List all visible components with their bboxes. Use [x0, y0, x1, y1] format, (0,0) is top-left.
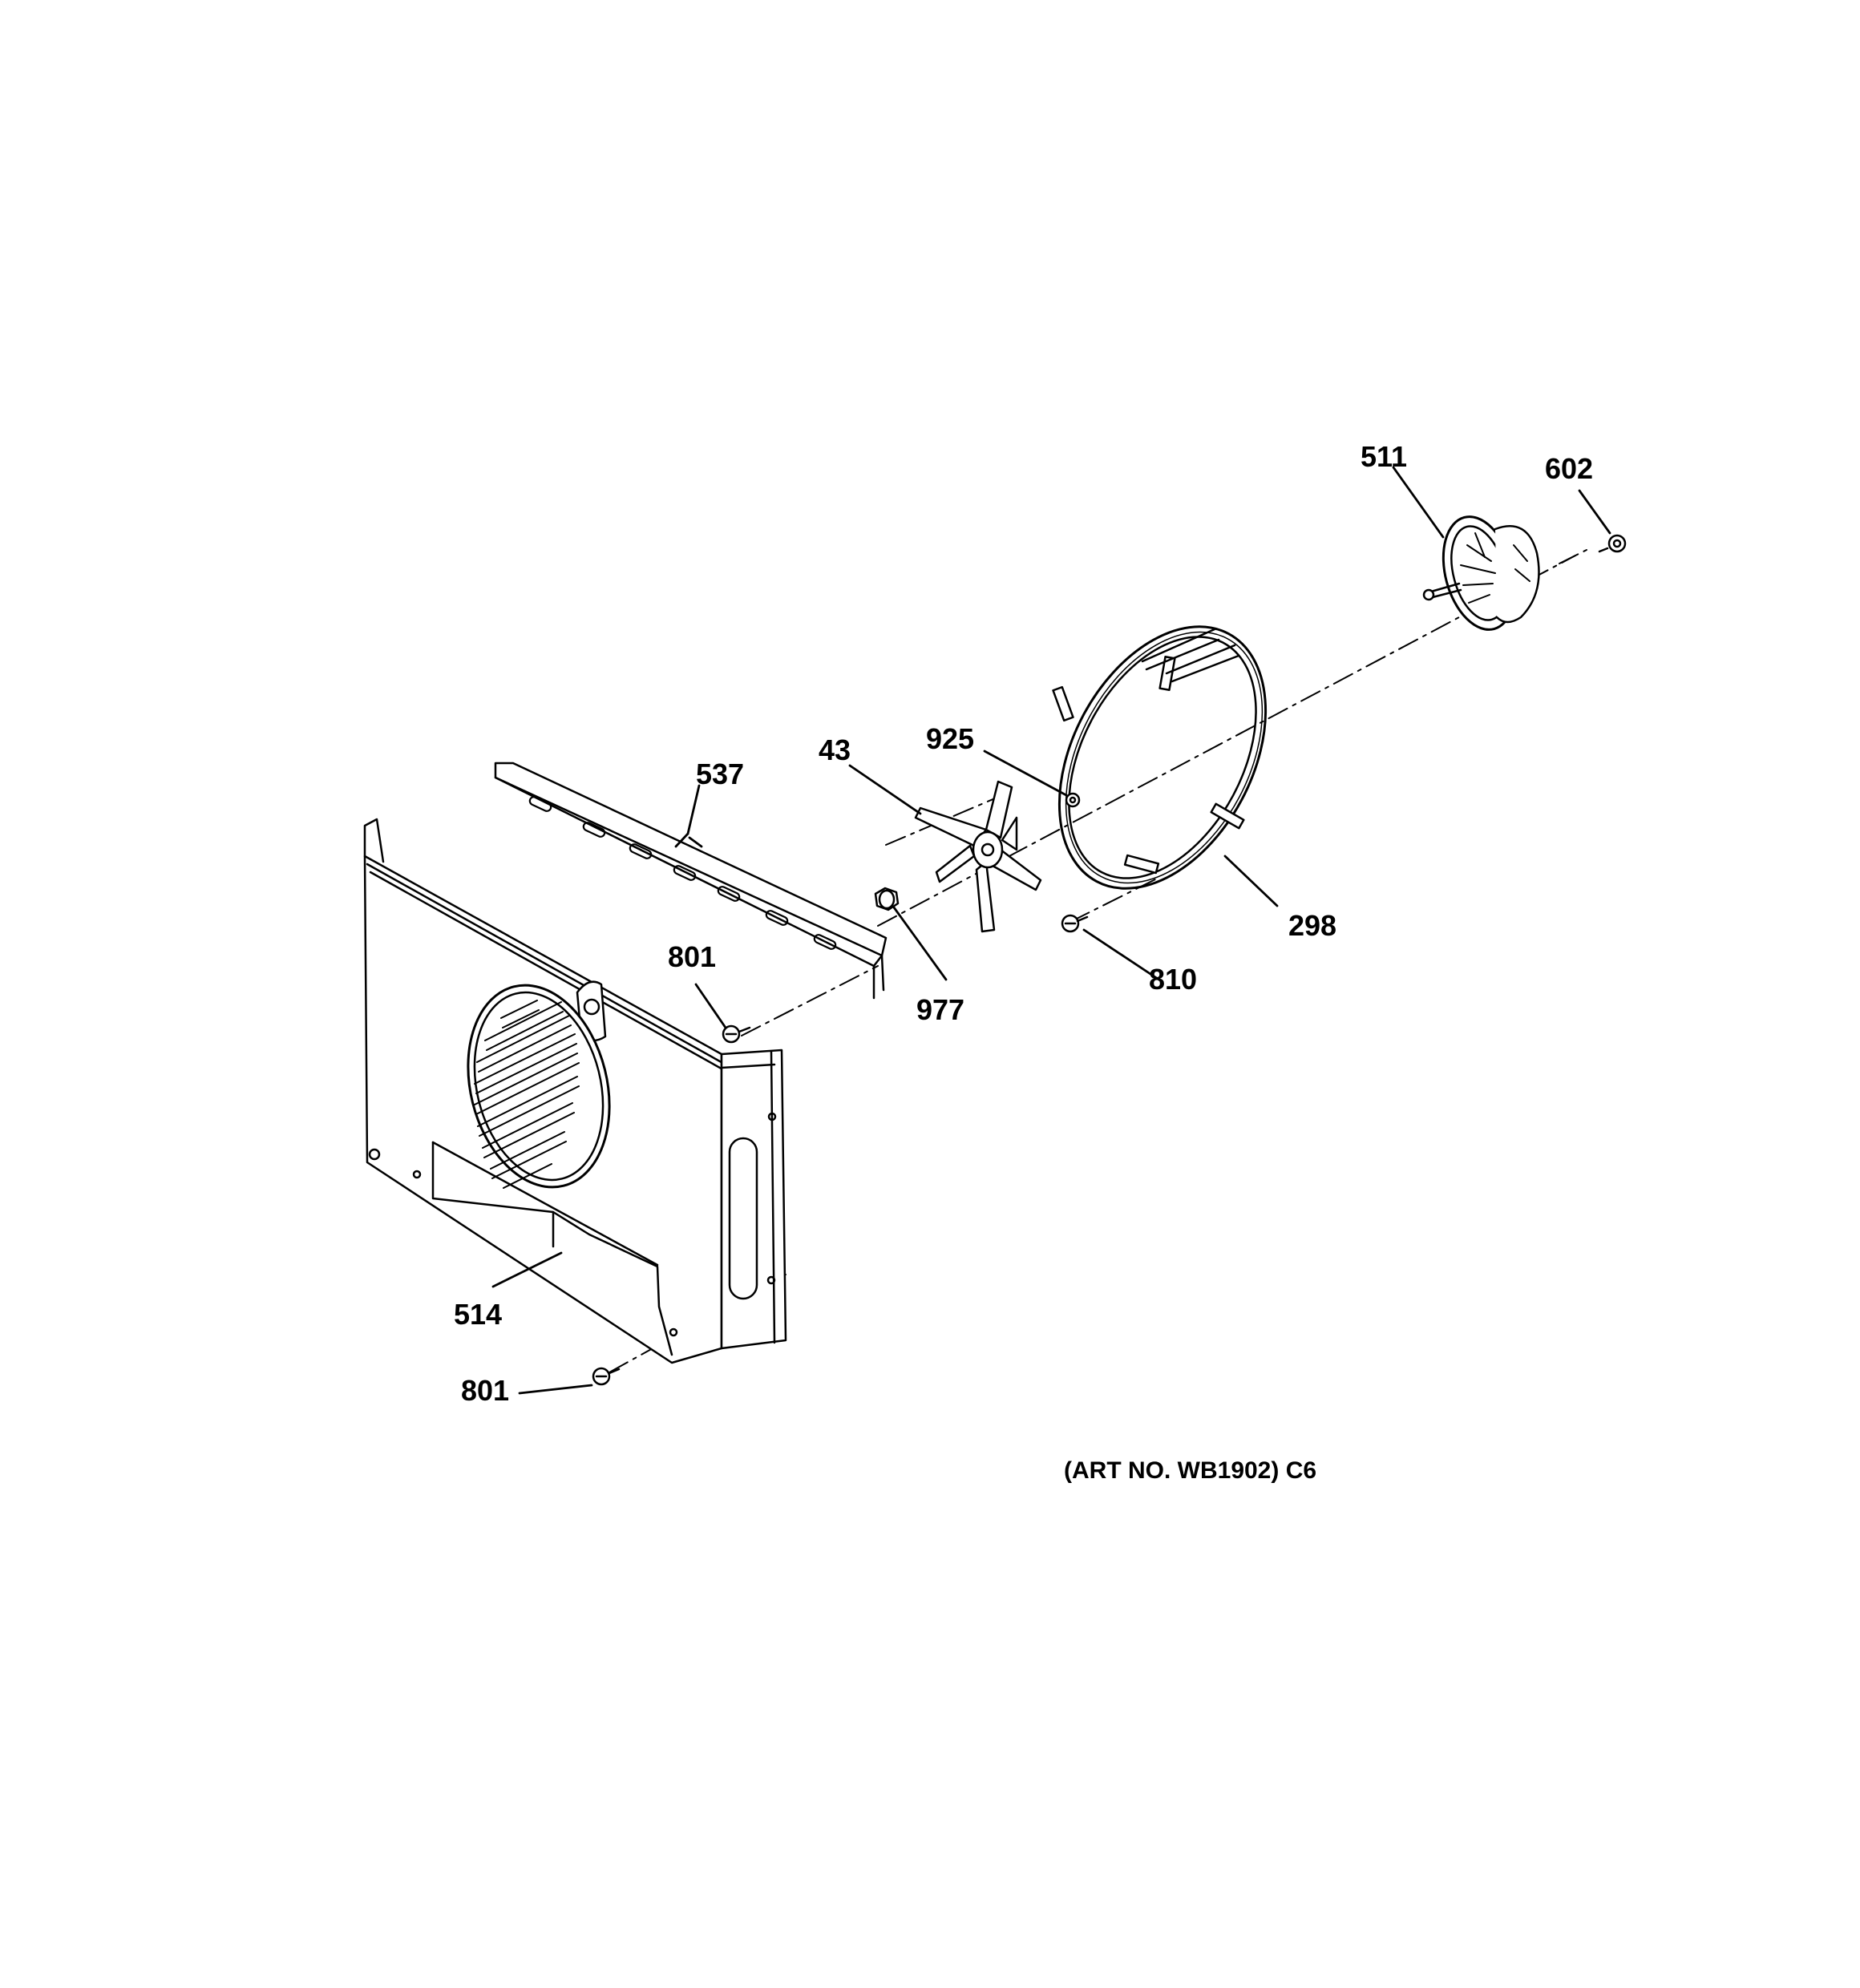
label-801-bottom: 801	[461, 1374, 510, 1407]
label-602: 602	[1545, 452, 1594, 485]
label-977: 977	[916, 993, 965, 1026]
fan-motor-511	[1422, 515, 1540, 631]
nut-977	[874, 887, 900, 911]
grille-slots	[474, 1000, 580, 1189]
screw-602	[1598, 534, 1627, 553]
label-514: 514	[454, 1298, 503, 1331]
bracket-537	[494, 762, 888, 1000]
label-511: 511	[1361, 440, 1408, 473]
label-801-top: 801	[668, 940, 717, 973]
bracket-slots	[528, 796, 837, 950]
label-43: 43	[819, 733, 851, 766]
rear-panel-514	[363, 818, 787, 1364]
label-537: 537	[696, 758, 745, 790]
leader-lines	[491, 466, 1611, 1395]
label-810: 810	[1149, 963, 1198, 996]
screw-801-bottom	[592, 1367, 621, 1386]
screw-810	[1061, 914, 1089, 933]
fan-blade-43	[914, 780, 1042, 933]
label-298: 298	[1288, 909, 1337, 942]
art-number: (ART NO. WB1902) C6	[1064, 1457, 1317, 1484]
screw-801-top	[722, 1024, 751, 1044]
heating-element-298	[1052, 625, 1268, 890]
label-925: 925	[926, 722, 975, 755]
